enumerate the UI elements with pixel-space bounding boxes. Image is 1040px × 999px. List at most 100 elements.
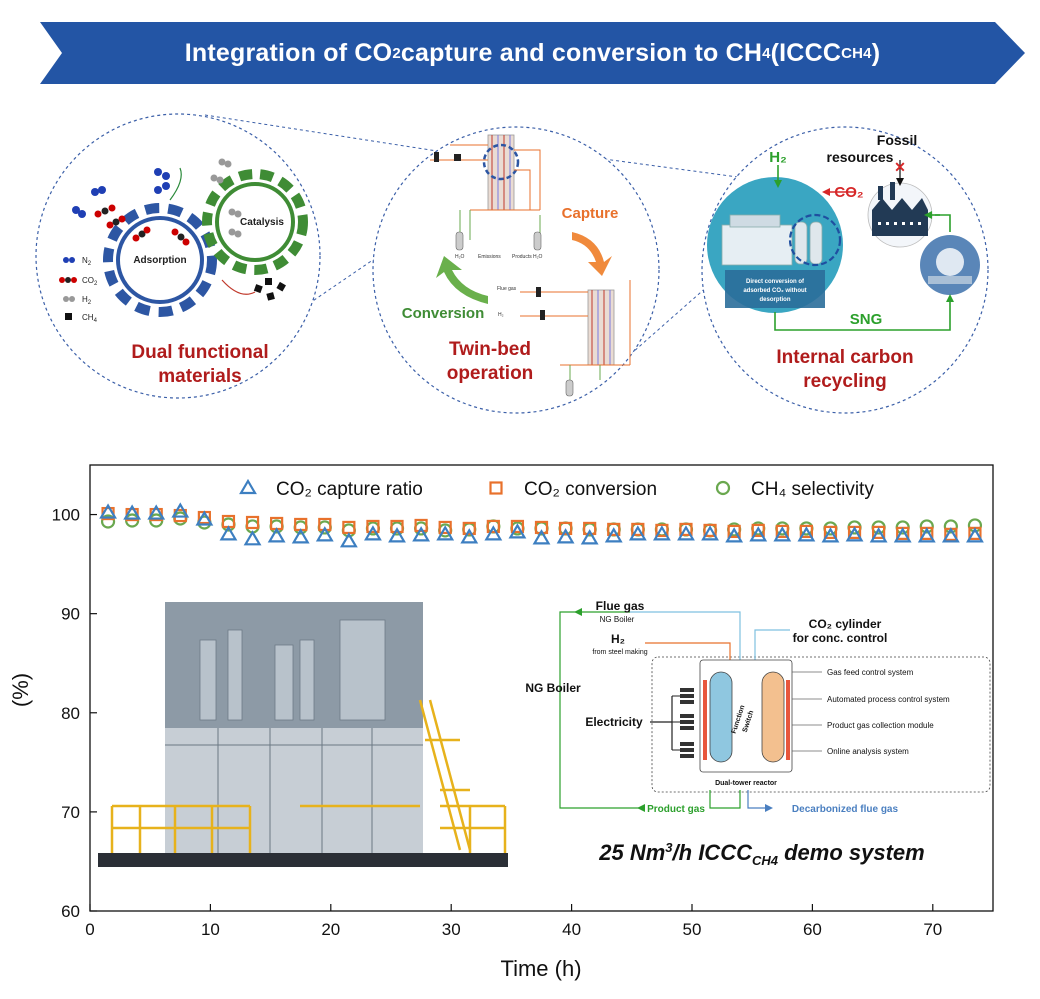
legend-triangle-icon	[239, 478, 257, 495]
x-tick-label: 30	[442, 920, 461, 939]
circle-point	[919, 519, 934, 534]
h2-small-label: H₂	[498, 312, 504, 318]
legend-label: CO₂ capture ratio	[276, 479, 423, 500]
conversion-arrow-icon	[436, 256, 488, 304]
triangle-point	[893, 527, 912, 543]
triangle-point	[315, 526, 334, 542]
from-steel-label: from steel making	[592, 649, 647, 656]
triangle-point	[917, 527, 936, 543]
square-point	[679, 522, 693, 537]
square-point	[607, 522, 621, 537]
legend-label: CO₂ conversion	[524, 479, 657, 500]
ng-boiler-small-label: NG Boiler	[600, 615, 635, 624]
triangle-point	[267, 527, 286, 543]
h2o-label-2: H₂O	[533, 254, 543, 260]
decarbonized-label: Decarbonized flue gas	[792, 804, 899, 815]
square-point	[799, 524, 813, 539]
x-axis-label: Time (h)	[500, 956, 581, 981]
recycling-label-line2: recycling	[803, 371, 886, 392]
svg-text:CO2: CO2	[82, 276, 98, 287]
square-point	[823, 525, 838, 539]
triangle-point	[532, 529, 551, 545]
emissions-label: Emissions	[478, 254, 501, 260]
chart-legend: CO₂ capture ratio CO₂ conversion CH₄ selec…	[239, 478, 874, 500]
dual-functional-label-line2: materials	[158, 366, 241, 387]
x-tick-label: 10	[201, 920, 220, 939]
twin-bed-label-line2: operation	[447, 363, 534, 384]
dual-tower-label: Dual-tower reactor	[715, 780, 777, 787]
square-point	[631, 522, 645, 537]
triangle-point	[628, 525, 647, 541]
triangle-point	[484, 525, 503, 541]
triangle-point	[725, 527, 744, 543]
y-tick-label: 100	[52, 506, 80, 525]
flue-gas-small-label: Flue gas	[497, 286, 517, 292]
title-banner	[40, 22, 1025, 84]
x-tick-label: 20	[321, 920, 340, 939]
note-line1: Direct conversion of	[746, 279, 805, 285]
triangle-point	[966, 527, 984, 543]
demo-system-photo	[98, 600, 508, 868]
triangle-point	[412, 526, 431, 542]
circle-point	[100, 514, 116, 529]
capture-label: Capture	[562, 205, 619, 222]
square-point	[366, 519, 380, 534]
triangle-point	[604, 527, 623, 543]
twin-bed-panel: H₂O Emissions Products H₂O Flue gas H₂ C…	[372, 126, 660, 414]
triangle-point	[821, 527, 840, 543]
product-gas-label: Product gas	[647, 804, 705, 815]
square-point	[438, 520, 452, 535]
banner-arrow-shape	[40, 22, 1025, 84]
triangle-point	[701, 525, 719, 541]
triangle-point	[99, 503, 117, 519]
twin-bed-label-line1: Twin-bed	[449, 339, 531, 360]
system-item-analysis: Online analysis system	[827, 747, 909, 756]
triangle-point	[364, 525, 382, 541]
triangle-point	[941, 527, 960, 543]
no-fossil-icon: ✕	[894, 159, 906, 175]
svg-text:N2: N2	[82, 256, 92, 267]
system-item-collection: Product gas collection module	[827, 721, 934, 730]
co2-label: CO₂	[834, 184, 863, 201]
data-points	[99, 502, 984, 548]
square-point	[727, 524, 741, 539]
square-point	[703, 523, 717, 538]
recycling-label-line1: Internal carbon	[776, 347, 913, 368]
y-tick-label: 60	[61, 902, 80, 921]
h2-label: H₂	[769, 149, 787, 166]
flue-gas-label: Flue gas	[596, 599, 645, 613]
legend-label: CH₄ selectivity	[751, 479, 874, 500]
dual-functional-panel: Adsorption Catalysis	[35, 113, 321, 399]
gas-storage-icon	[920, 235, 980, 295]
y-tick-label: 80	[61, 704, 80, 723]
conc-control-label: for conc. control	[793, 631, 888, 645]
system-item-gas-feed: Gas feed control system	[827, 668, 914, 677]
demo-system-title: 25 Nm3/h ICCCCH4 demo system	[598, 840, 924, 868]
capture-arrow-icon	[572, 232, 612, 276]
square-point	[510, 519, 525, 534]
triangle-point	[388, 527, 406, 543]
note-line2: adsorbed CO₂ without	[743, 288, 806, 294]
square-point	[486, 519, 500, 534]
triangle-point	[508, 523, 527, 539]
x-tick-label: 70	[923, 920, 942, 939]
triangle-point	[797, 526, 816, 542]
triangle-point	[773, 526, 792, 542]
triangle-point	[123, 504, 142, 520]
triangle-point	[436, 525, 455, 541]
triangle-point	[749, 526, 768, 542]
triangle-point	[677, 525, 695, 541]
x-tick-label: 40	[562, 920, 581, 939]
triangle-point	[195, 510, 214, 526]
triangle-point	[339, 532, 358, 548]
catalysis-gear-icon	[202, 169, 308, 275]
h2o-label: H₂O	[455, 254, 465, 260]
square-point	[775, 524, 789, 539]
y-axis-label: (%)	[8, 673, 33, 707]
dual-functional-label-line1: Dual functional	[131, 342, 268, 363]
square-point	[414, 518, 428, 533]
molecule-legend: N2 CO2 H2 CH4	[59, 256, 98, 324]
twin-bed-schematic-top	[430, 134, 542, 251]
triangle-point	[556, 528, 575, 544]
